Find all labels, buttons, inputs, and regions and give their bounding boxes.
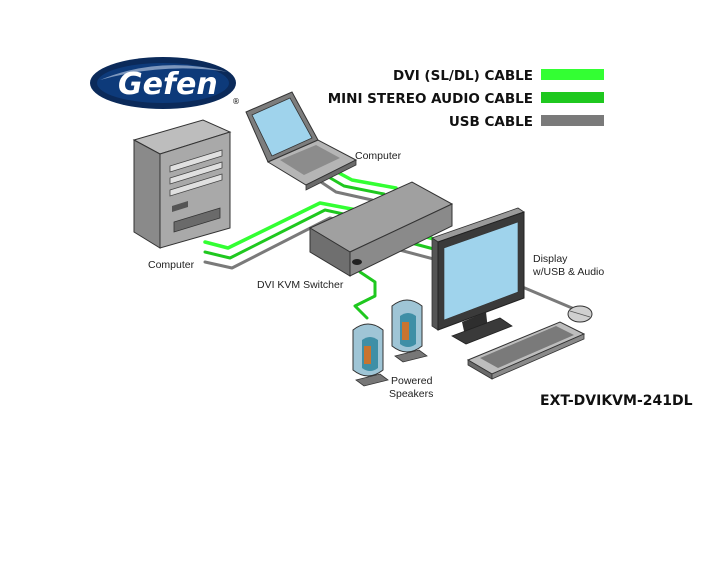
legend-item-audio: MINI STEREO AUDIO CABLE: [328, 91, 604, 107]
registered-mark: ®: [232, 97, 240, 106]
cable-mouse-usb: [518, 284, 574, 310]
label-computer-laptop: Computer: [355, 150, 402, 162]
legend-swatch-audio: [541, 92, 604, 103]
gefen-logo: Gefen ®: [90, 57, 240, 109]
cable-speakers-audio: [353, 270, 377, 320]
kvm-switcher: [308, 181, 454, 277]
cable-tower-dvi: [203, 201, 364, 250]
legend-swatch-usb: [541, 115, 604, 126]
legend-label-dvi: DVI (SL/DL) CABLE: [393, 68, 533, 84]
powered-speakers: [352, 299, 428, 387]
legend-item-usb: USB CABLE: [449, 114, 604, 130]
legend-label-usb: USB CABLE: [449, 114, 533, 130]
computer-tower: [132, 119, 232, 249]
label-speakers-line1: Powered: [391, 375, 433, 387]
logo-text: Gefen: [118, 67, 218, 102]
label-display-line1: Display: [533, 253, 568, 265]
label-speakers-line2: Speakers: [389, 388, 433, 400]
label-kvm-switcher: DVI KVM Switcher: [257, 279, 344, 291]
label-computer-tower: Computer: [148, 259, 195, 271]
mouse: [567, 305, 593, 323]
legend-swatch-dvi: [541, 69, 604, 80]
legend-label-audio: MINI STEREO AUDIO CABLE: [328, 91, 533, 107]
cable-laptop-usb: [313, 176, 374, 202]
label-display-line2: w/USB & Audio: [532, 266, 604, 278]
speaker-right: [391, 299, 428, 363]
legend-item-dvi: DVI (SL/DL) CABLE: [393, 68, 604, 84]
model-number: EXT-DVIKVM-241DL: [540, 393, 693, 409]
legend: DVI (SL/DL) CABLE MINI STEREO AUDIO CABL…: [328, 68, 604, 130]
display-monitor: [431, 207, 525, 345]
computer-laptop: [245, 91, 358, 191]
keyboard: [466, 321, 586, 380]
speaker-left: [352, 323, 389, 387]
